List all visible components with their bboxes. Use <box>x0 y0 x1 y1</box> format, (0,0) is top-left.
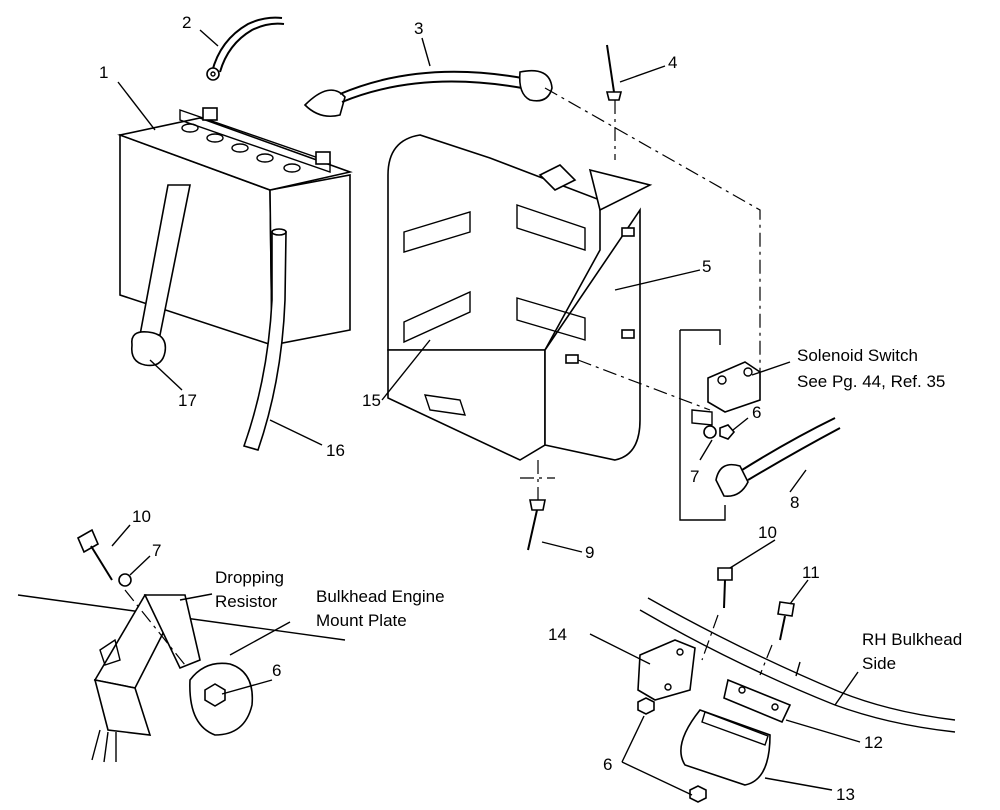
nut-6-lower <box>689 785 707 803</box>
callout-4: 4 <box>668 53 677 72</box>
bolt-11 <box>777 601 795 641</box>
callout-5: 5 <box>702 257 711 276</box>
plate-12 <box>723 678 792 724</box>
vent-tube <box>242 228 287 451</box>
rh-bulkhead-label-1: RH Bulkhead <box>862 630 962 649</box>
battery-strap <box>130 184 191 367</box>
bolt-10-left <box>76 528 113 581</box>
dropping-label-1: Dropping <box>215 568 284 587</box>
screw-9 <box>527 499 546 551</box>
callout-13: 13 <box>836 785 855 804</box>
solenoid-label-2: See Pg. 44, Ref. 35 <box>797 372 945 391</box>
callout-10-right: 10 <box>758 523 777 542</box>
bracket-13 <box>680 709 771 786</box>
callout-6-solenoid: 6 <box>752 403 761 422</box>
bulkhead-label-2: Mount Plate <box>316 611 407 630</box>
bolt-10-right <box>717 567 733 609</box>
leader-lines <box>111 29 861 796</box>
dropping-resistor <box>91 594 201 763</box>
bolt-4 <box>605 44 623 101</box>
callout-15: 15 <box>362 391 381 410</box>
callout-12: 12 <box>864 733 883 752</box>
battery-box <box>387 134 653 461</box>
rh-bulkhead <box>639 597 956 733</box>
callout-9: 9 <box>585 543 594 562</box>
clip-14 <box>637 639 696 701</box>
rh-bulkhead-label-2: Side <box>862 654 896 673</box>
washer-7-solenoid <box>703 425 717 439</box>
callout-7-solenoid: 7 <box>690 467 699 486</box>
callout-6-bottom: 6 <box>603 755 612 774</box>
solenoid-switch <box>679 329 761 521</box>
callout-6-plate: 6 <box>272 661 281 680</box>
dropping-label-2: Resistor <box>215 592 278 611</box>
callout-8: 8 <box>790 493 799 512</box>
solenoid-cable <box>715 417 841 498</box>
solenoid-label-1: Solenoid Switch <box>797 346 918 365</box>
callout-3: 3 <box>414 19 423 38</box>
callout-14: 14 <box>548 625 567 644</box>
nut-6-solenoid <box>719 424 736 440</box>
callout-16: 16 <box>326 441 345 460</box>
battery-cable-negative <box>206 16 285 81</box>
callout-10-left: 10 <box>132 507 151 526</box>
battery-cable-positive <box>303 69 553 118</box>
nut-6-upper <box>637 697 655 715</box>
callout-2: 2 <box>182 13 191 32</box>
callout-7-left: 7 <box>152 541 161 560</box>
callout-17: 17 <box>178 391 197 410</box>
bulkhead-label-1: Bulkhead Engine <box>316 587 445 606</box>
washer-7-left <box>118 573 132 587</box>
callout-1: 1 <box>99 63 108 82</box>
mount-plate-nut <box>189 662 254 736</box>
callout-11: 11 <box>802 563 820 582</box>
